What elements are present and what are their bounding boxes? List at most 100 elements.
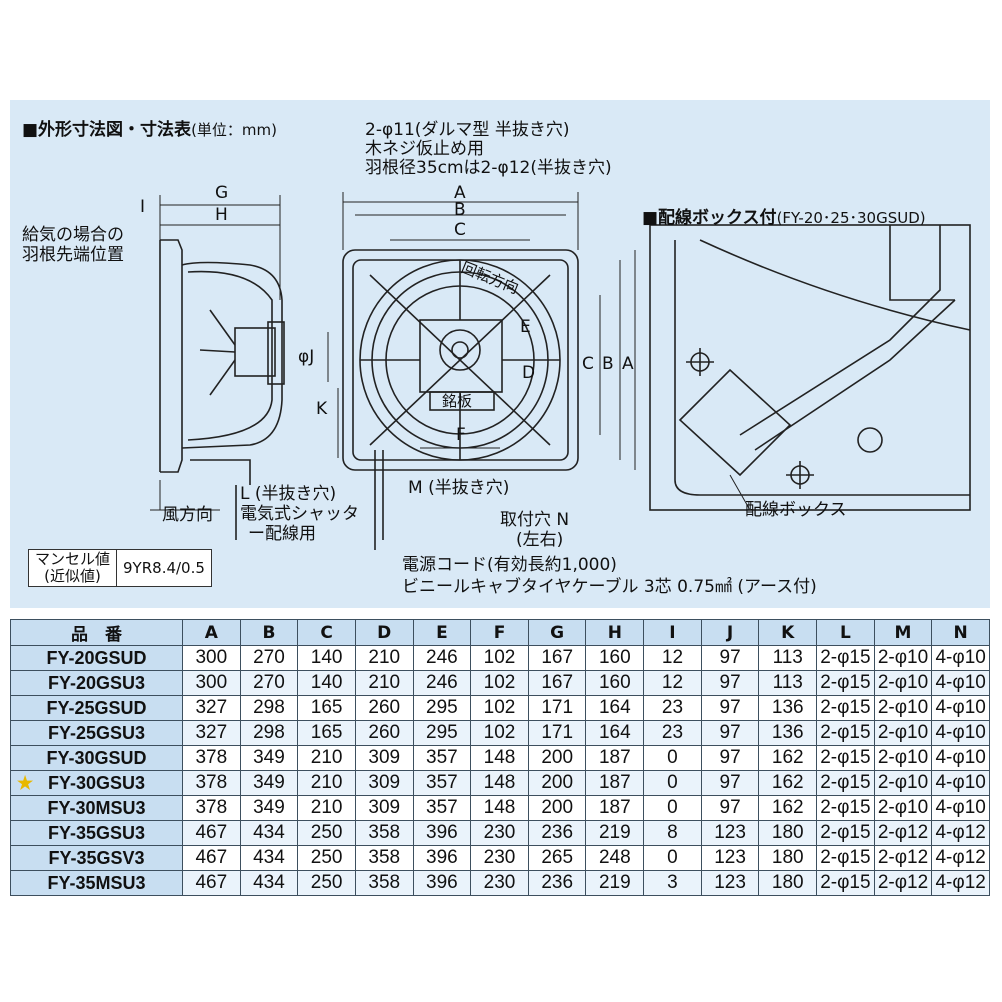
mount-hole-label-1: 取付穴 N	[500, 510, 570, 530]
value-cell: 4-φ10	[931, 670, 990, 696]
value-cell: 97	[700, 770, 760, 796]
dim-label-b-vertical: B	[602, 354, 614, 374]
value-cell: 0	[643, 745, 702, 771]
value-cell: 2-φ12	[873, 870, 933, 896]
dim-label-k: K	[316, 399, 328, 419]
dim-label-a: A	[454, 183, 466, 203]
value-cell: 210	[297, 745, 356, 771]
value-cell: 2-φ10	[873, 795, 933, 821]
value-cell: 358	[354, 870, 414, 896]
mount-hole-label-2: (左右)	[516, 530, 564, 550]
value-cell: 140	[297, 645, 356, 671]
value-cell: 97	[700, 695, 760, 721]
value-cell: 378	[182, 745, 241, 771]
dim-label-f: F	[456, 425, 466, 445]
value-cell: 2-φ15	[816, 845, 875, 871]
value-cell: 171	[527, 695, 587, 721]
value-cell: 123	[700, 845, 760, 871]
value-cell: 3	[643, 870, 702, 896]
col-header-g: G	[527, 619, 587, 646]
col-header-d: D	[354, 619, 414, 646]
value-cell: 349	[239, 770, 299, 796]
col-header-l: L	[816, 619, 875, 646]
value-cell: 23	[643, 695, 702, 721]
shutter-label-1: 電気式シャッタ	[240, 504, 359, 524]
value-cell: 4-φ10	[931, 695, 990, 721]
value-cell: 180	[758, 845, 818, 871]
value-cell: 2-φ10	[873, 695, 933, 721]
value-cell: 102	[470, 720, 529, 746]
col-header-b: B	[239, 619, 299, 646]
munsell-table: マンセル値(近似値) 9YR8.4/0.5	[27, 549, 212, 587]
l-hole-label: L (半抜き穴)	[240, 484, 337, 504]
value-cell: 230	[470, 870, 529, 896]
hole-note-1: 2-φ11(ダルマ型 半抜き穴)	[365, 120, 570, 140]
model-cell: FY-35GSV3	[10, 845, 183, 871]
value-cell: 260	[354, 695, 414, 721]
value-cell: 2-φ10	[873, 770, 933, 796]
value-cell: 113	[758, 670, 818, 696]
value-cell: 102	[470, 670, 529, 696]
value-cell: 309	[354, 770, 414, 796]
value-cell: 97	[700, 720, 760, 746]
value-cell: 358	[354, 845, 414, 871]
side-view-housing	[160, 239, 183, 473]
value-cell: 219	[585, 820, 645, 846]
model-cell: FY-25GSUD	[10, 695, 183, 721]
value-cell: 4-φ10	[931, 795, 990, 821]
value-cell: 2-φ15	[816, 745, 875, 771]
model-number: FY-20GSU3	[47, 672, 146, 693]
value-cell: 2-φ15	[816, 720, 875, 746]
drawing-panel: ■外形寸法図・寸法表(単位：mm) 2-φ11(ダルマ型 半抜き穴) 木ネジ仮止…	[10, 100, 990, 608]
dim-label-c: C	[454, 220, 466, 240]
value-cell: 2-φ10	[873, 745, 933, 771]
value-cell: 230	[470, 820, 529, 846]
col-header-j: J	[700, 619, 760, 646]
value-cell: 295	[412, 695, 472, 721]
value-cell: 148	[470, 770, 529, 796]
value-cell: 162	[758, 795, 818, 821]
value-cell: 358	[354, 820, 414, 846]
value-cell: 165	[297, 720, 356, 746]
dim-label-g: G	[215, 183, 229, 203]
value-cell: 434	[239, 820, 299, 846]
value-cell: 187	[585, 770, 645, 796]
col-header-e: E	[412, 619, 472, 646]
value-cell: 378	[182, 770, 241, 796]
shutter-label-2: ー配線用	[248, 524, 316, 544]
nameplate-box	[429, 391, 495, 411]
value-cell: 434	[239, 870, 299, 896]
model-cell: FY-20GSUD	[10, 645, 183, 671]
value-cell: 396	[412, 870, 472, 896]
munsell-label: マンセル値(近似値)	[27, 549, 118, 587]
model-number: FY-35GSU3	[47, 822, 146, 843]
value-cell: 97	[700, 745, 760, 771]
model-cell: FY-25GSU3	[10, 720, 183, 746]
value-cell: 236	[527, 820, 587, 846]
value-cell: 295	[412, 720, 472, 746]
value-cell: 260	[354, 720, 414, 746]
value-cell: 298	[239, 720, 299, 746]
value-cell: 164	[585, 720, 645, 746]
value-cell: 97	[700, 670, 760, 696]
cable-spec-label: ビニールキャブタイヤケーブル 3芯 0.75㎟ (アース付)	[402, 577, 817, 597]
model-cell: FY-20GSU3	[10, 670, 183, 696]
value-cell: 140	[297, 670, 356, 696]
value-cell: 250	[297, 845, 356, 871]
value-cell: 2-φ10	[873, 670, 933, 696]
dim-label-h: H	[215, 205, 228, 225]
value-cell: 162	[758, 745, 818, 771]
value-cell: 4-φ12	[931, 845, 990, 871]
value-cell: 2-φ12	[873, 845, 933, 871]
dim-label-i: I	[140, 197, 146, 217]
value-cell: 97	[700, 795, 760, 821]
value-cell: 250	[297, 870, 356, 896]
table-header-row: 品 番 A B C D E F G H I J K L M N	[10, 619, 990, 646]
value-cell: 200	[527, 770, 587, 796]
col-header-c: C	[297, 619, 356, 646]
value-cell: 2-φ10	[873, 720, 933, 746]
